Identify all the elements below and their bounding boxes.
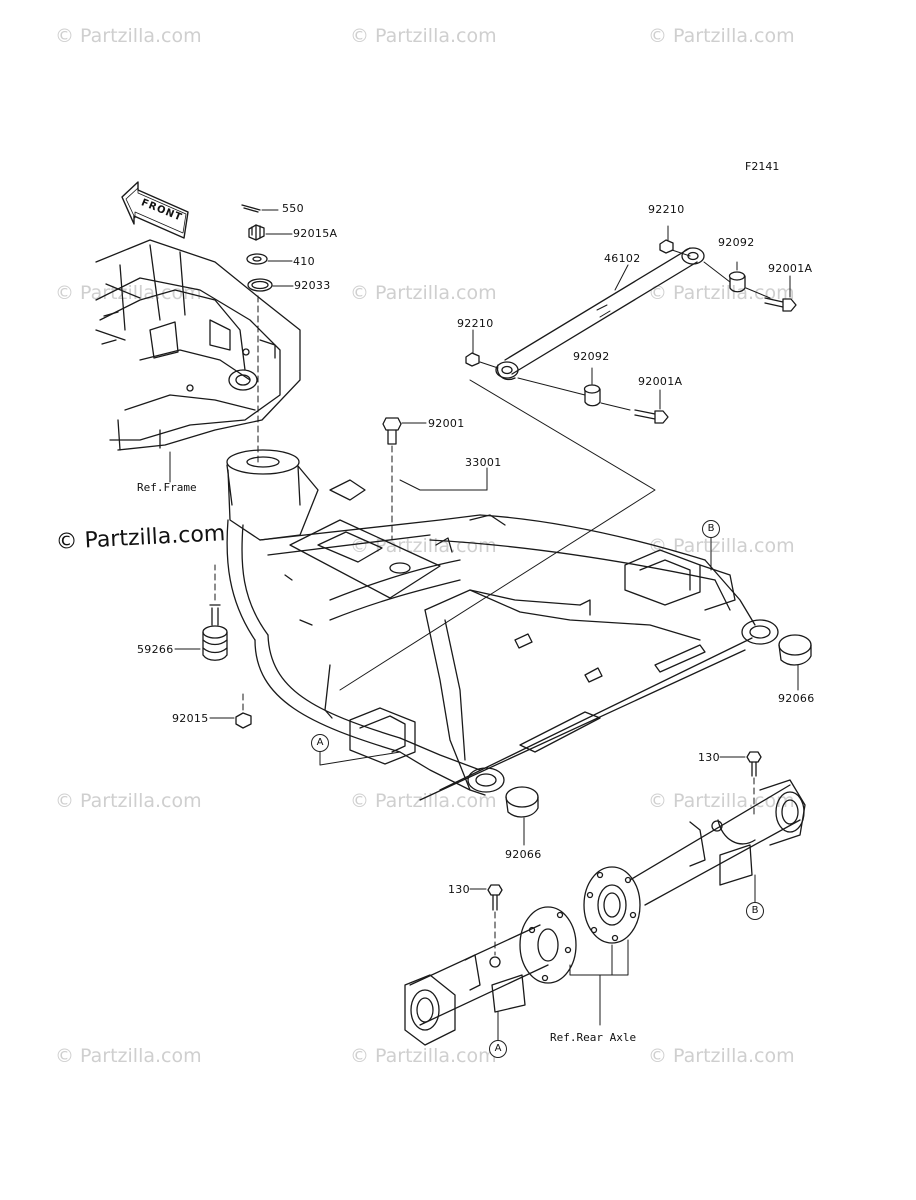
- bolt-mid-icon: [634, 409, 669, 424]
- cotter-pin-icon: [241, 204, 261, 213]
- watermark: © Partzilla.com: [55, 25, 202, 47]
- part-label-92015a: 92015A: [293, 227, 338, 240]
- callout-b-lower: B: [746, 902, 764, 920]
- part-label-92092-mid: 92092: [573, 350, 610, 363]
- part-label-130-right: 130: [698, 751, 720, 764]
- part-label-92001a-top: 92001A: [768, 262, 813, 275]
- watermark: © Partzilla.com: [350, 790, 497, 812]
- watermark: © Partzilla.com: [350, 25, 497, 47]
- watermark: © Partzilla.com: [350, 282, 497, 304]
- end-cap-bottom-icon: [505, 786, 539, 818]
- bushing-mid-icon: [583, 384, 601, 407]
- watermark: © Partzilla.com: [350, 1045, 497, 1067]
- bolt-top-icon: [764, 297, 797, 312]
- rear-axle-left-icon: [404, 906, 577, 1046]
- end-cap-right-icon: [778, 634, 812, 666]
- bushing-top-icon: [728, 271, 746, 293]
- part-label-92066-right: 92066: [778, 692, 815, 705]
- callout-a-upper: A: [311, 734, 329, 752]
- part-label-130-left: 130: [448, 883, 470, 896]
- watermark: © Partzilla.com: [648, 535, 795, 557]
- part-label-59266: 59266: [137, 643, 174, 656]
- part-label-46102: 46102: [604, 252, 641, 265]
- ref-rear-axle-label: Ref.Rear Axle: [550, 1031, 637, 1044]
- watermark: © Partzilla.com: [648, 25, 795, 47]
- part-label-92092-top: 92092: [718, 236, 755, 249]
- watermark: © Partzilla.com: [648, 790, 795, 812]
- watermark: © Partzilla.com: [648, 1045, 795, 1067]
- engine-mount-icon: [202, 604, 228, 661]
- part-label-92001: 92001: [428, 417, 465, 430]
- part-label-92210-top: 92210: [648, 203, 685, 216]
- callout-a-lower: A: [489, 1040, 507, 1058]
- tie-rod-icon: [495, 247, 705, 381]
- ref-frame-drawing: [95, 239, 301, 451]
- callout-b-upper: B: [702, 520, 720, 538]
- part-label-92015: 92015: [172, 712, 209, 725]
- part-label-92033: 92033: [294, 279, 331, 292]
- bolt-92001-icon: [382, 417, 402, 445]
- watermark: © Partzilla.com: [648, 282, 795, 304]
- bolt-130-left-icon: [487, 884, 503, 911]
- watermark: © Partzilla.com: [55, 1045, 202, 1067]
- seal-ring-icon: [247, 278, 273, 292]
- front-arrow-icon: [121, 181, 189, 239]
- part-label-92066-bottom: 92066: [505, 848, 542, 861]
- rear-axle-right-icon: [629, 779, 806, 906]
- part-label-550: 550: [282, 202, 304, 215]
- part-label-410: 410: [293, 255, 315, 268]
- ref-frame-label: Ref.Frame: [137, 481, 197, 494]
- nut-92015-icon: [235, 712, 252, 729]
- figure-code: F2141: [745, 160, 780, 173]
- part-label-33001: 33001: [465, 456, 502, 469]
- watermark: © Partzilla.com: [55, 790, 202, 812]
- part-label-92210-mid: 92210: [457, 317, 494, 330]
- castle-nut-icon: [248, 224, 265, 241]
- nut-mid-icon: [465, 352, 480, 367]
- main-frame-icon: [226, 449, 779, 801]
- nut-top-icon: [659, 239, 674, 254]
- hub-flange-icon: [583, 866, 641, 944]
- part-label-92001a-mid: 92001A: [638, 375, 683, 388]
- washer-icon: [246, 253, 268, 265]
- bolt-130-right-icon: [746, 751, 762, 777]
